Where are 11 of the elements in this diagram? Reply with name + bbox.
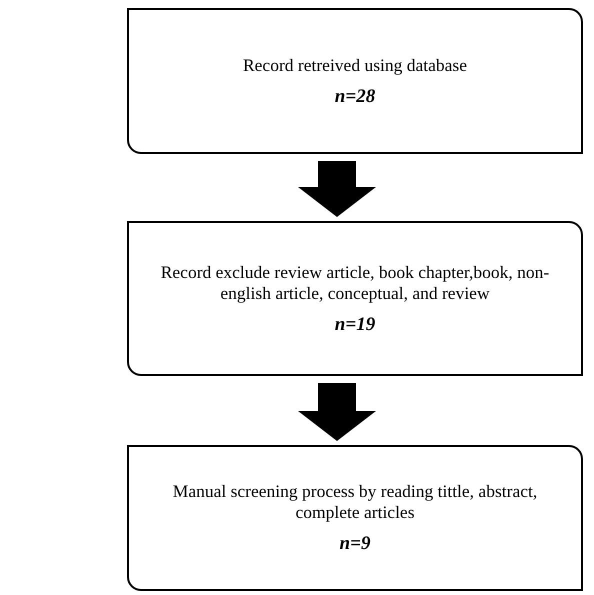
- count-text: n=19: [334, 314, 376, 336]
- block-arrow: [298, 161, 376, 217]
- block-arrow: [298, 383, 376, 441]
- count-text: n=9: [340, 533, 370, 555]
- step-text: Manual screening process by reading tittle, abstract, complete articles: [172, 481, 538, 523]
- step-text: Record exclude review article, book chapter,book, non-english article, conceptual, and review: [160, 262, 550, 304]
- process-box: [127, 8, 583, 154]
- step-text: Record retreived using database: [242, 54, 467, 76]
- process-box: [127, 221, 583, 376]
- count-text: n=28: [334, 86, 376, 108]
- process-box: [127, 445, 583, 591]
